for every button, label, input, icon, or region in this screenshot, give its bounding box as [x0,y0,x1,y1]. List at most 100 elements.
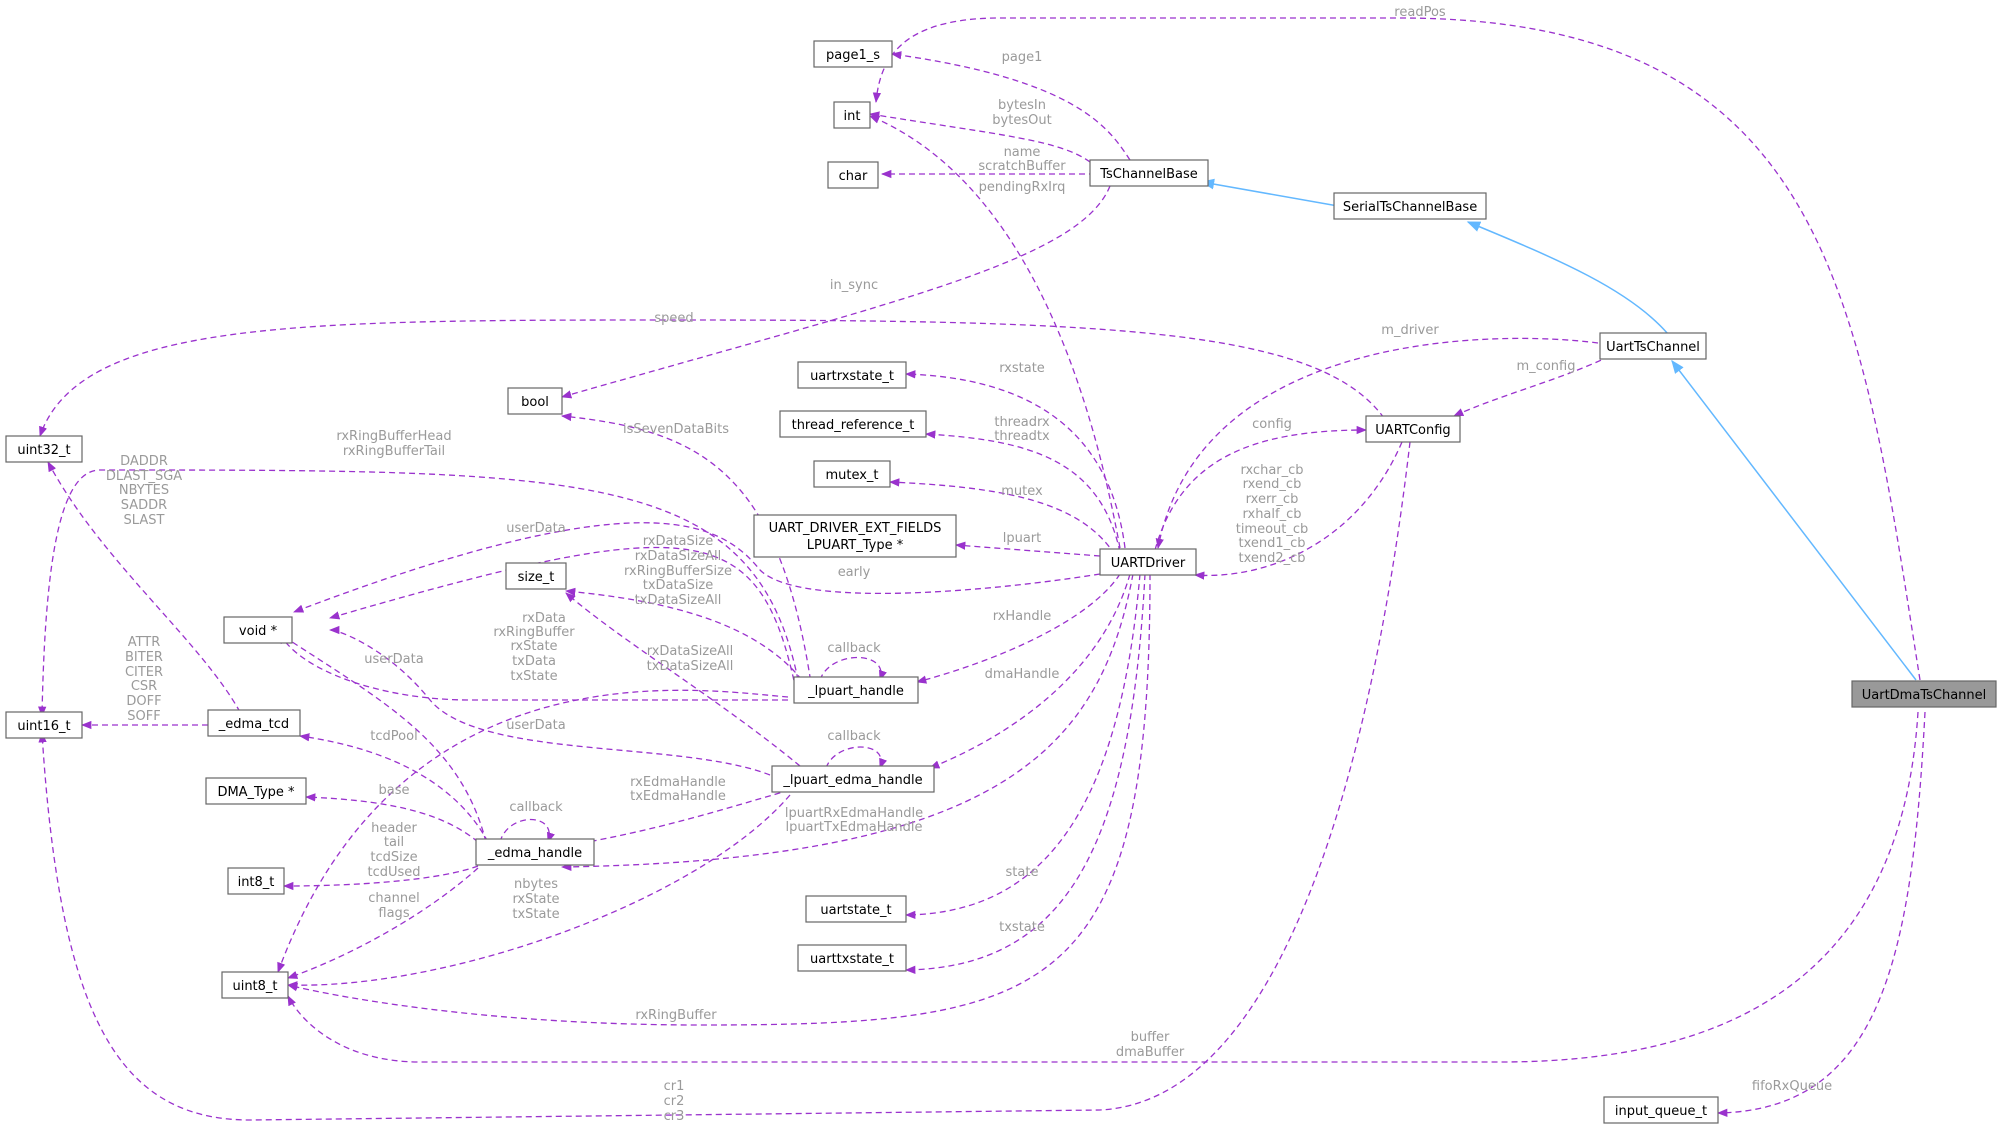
label-rxerr-cb: rxerr_cb [1246,492,1299,507]
node-bool[interactable]: bool [507,387,563,415]
node-uart-ts-channel[interactable]: UartTsChannel [1599,332,1707,360]
edge-sizes2 [565,592,801,767]
node-lpuart-handle[interactable]: _lpuart_handle [793,676,919,704]
node-uint16-t[interactable]: uint16_t [5,711,83,739]
edge-channel [287,867,479,979]
node-uart-driver-ext-fields[interactable]: UART_DRIVER_EXT_FIELDS LPUART_Type * [753,514,957,558]
node-int8-t[interactable]: int8_t [227,867,285,895]
node-uartstate-t[interactable]: uartstate_t [805,895,907,923]
node-void-ptr[interactable]: void * [223,616,293,644]
label-m-driver: m_driver [1381,323,1439,338]
label-dmahandle: dmaHandle [985,667,1060,682]
node-label: page1_s [826,48,880,63]
node-int[interactable]: int [833,101,871,129]
node-edma-tcd[interactable]: _edma_tcd [207,709,301,737]
node-label: SerialTsChannelBase [1343,200,1477,215]
edge-mutex [888,478,1116,556]
label-saddr: SADDR [121,498,167,513]
node-label: uint32_t [17,443,70,458]
node-ts-channel-base[interactable]: TsChannelBase [1089,159,1209,187]
label-channel: channel [368,891,419,906]
node-label: mutex_t [825,468,878,483]
label-txdatasizeall-2: txDataSizeAll [647,659,734,674]
label-mutex: mutex [1001,484,1043,499]
node-size-t[interactable]: size_t [505,562,567,590]
label-cr2: cr2 [664,1094,685,1109]
node-input-queue-t[interactable]: input_queue_t [1603,1096,1719,1124]
edge-buffer [287,711,1919,1063]
edge-page1 [890,51,1131,161]
label-txedmahandle: txEdmaHandle [630,789,726,804]
node-label: _lpuart_handle [807,684,904,699]
edge-dmahandle [929,573,1131,769]
edge-insync [561,185,1111,399]
label-bytesin: bytesIn [998,98,1046,113]
label-fiforxqueue: fifoRxQueue [1752,1079,1832,1094]
node-label-line2: LPUART_Type * [807,538,904,553]
edge-inherit-dma-to-uart [1671,359,1917,681]
label-page1: page1 [1002,50,1043,65]
label-attr: ATTR [128,635,161,650]
node-lpuart-edma-handle[interactable]: _lpuart_edma_handle [771,765,935,793]
label-dlast-sga: DLAST_SGA [106,469,182,484]
edge-rxhandle [915,573,1121,684]
label-bytesout: bytesOut [992,113,1051,128]
label-dmabuffer: dmaBuffer [1116,1045,1185,1060]
edge-lpuartedma [560,573,1134,872]
label-issevendatabits: isSevenDataBits [623,422,729,437]
label-nbytes: nbytes [514,877,558,892]
label-flags: flags [378,906,409,921]
label-cr1: cr1 [664,1079,685,1094]
label-timeout-cb: timeout_cb [1236,522,1309,537]
edge-userdata3 [328,625,771,776]
node-label: uartstate_t [820,903,891,918]
node-serial-ts-channel-base[interactable]: SerialTsChannelBase [1333,192,1487,220]
label-slast: SLAST [124,513,165,528]
label-tcdused: tcdUsed [367,865,420,880]
label-doff: DOFF [126,694,161,709]
edge-daddr [47,461,241,713]
edge-rxstate [904,370,1126,549]
edge-inherit-serial-to-tsbase [1200,178,1339,207]
node-label: uarttxstate_t [810,952,894,967]
edge-nbytes [286,794,791,990]
node-uint32-t[interactable]: uint32_t [5,435,83,463]
edge-cr [38,441,1411,1121]
node-label: TsChannelBase [1099,167,1198,182]
node-uart-dma-ts-channel[interactable]: UartDmaTsChannel [1851,680,1997,708]
edge-rxringbuffer [286,573,1151,1026]
label-rxringbufferhead: rxRingBufferHead [336,429,451,444]
label-biter: BITER [125,650,163,665]
label-rxstate: rxstate [999,361,1045,376]
label-tcdpool: tcdPool [370,729,417,744]
node-dma-type-ptr[interactable]: DMA_Type * [205,777,307,805]
label-nbytes-upper: NBYTES [119,483,169,498]
node-uart-config[interactable]: UARTConfig [1365,415,1461,443]
edge-sevenbits [560,412,813,691]
edge-mconfig [1453,355,1611,417]
node-label: int8_t [238,875,275,890]
label-userdata-3: userData [506,718,565,733]
node-page1-s[interactable]: page1_s [813,40,893,68]
edge-tcdpool [298,733,489,843]
label-tcdsize: tcdSize [370,850,417,865]
node-label: void * [239,624,278,639]
label-state: state [1006,865,1039,880]
edge-fifo [1716,711,1926,1117]
label-callback-2: callback [827,729,881,744]
node-char[interactable]: char [827,161,879,189]
node-uart-driver[interactable]: UARTDriver [1099,548,1197,576]
node-uarttxstate-t[interactable]: uarttxstate_t [797,944,907,972]
label-txdatasizeall-1: txDataSizeAll [635,593,722,608]
node-uint8-t[interactable]: uint8_t [221,971,289,999]
edge-ringheadtail [38,469,801,718]
edge-mdriver [1155,337,1599,550]
node-thread-reference-t[interactable]: thread_reference_t [779,410,927,438]
node-uartrxstate-t[interactable]: uartrxstate_t [797,361,907,389]
edge-callback3 [499,819,555,843]
label-rxdatasizeall-2: rxDataSizeAll [647,644,734,659]
node-label: uartrxstate_t [810,369,894,384]
node-mutex-t[interactable]: mutex_t [813,460,891,488]
node-edma-handle[interactable]: _edma_handle [475,838,595,866]
